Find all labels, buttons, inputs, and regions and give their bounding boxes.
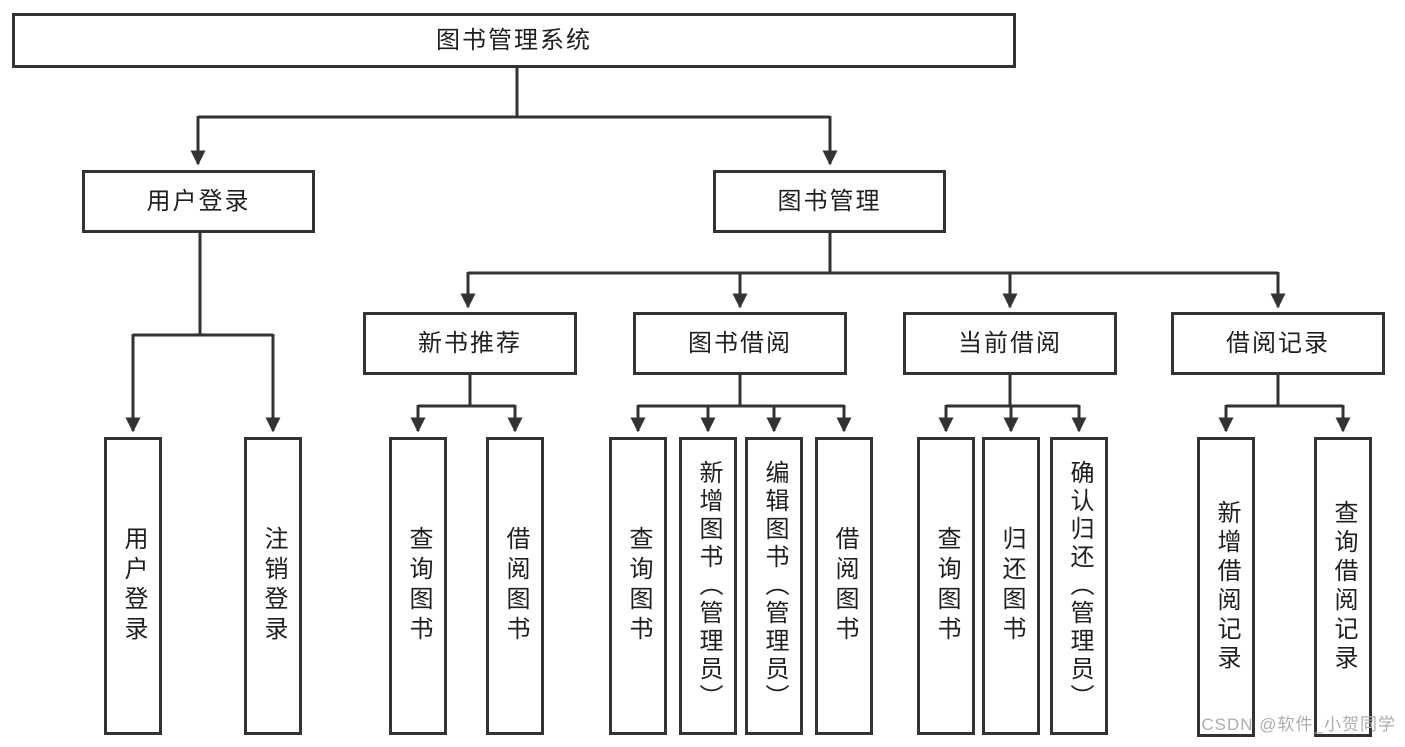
leaf-add-books-admin: 新增图书（管理员） [679, 437, 737, 735]
node-user-login: 用户登录 [82, 170, 315, 233]
leaf-add-borrow-record: 新增借阅记录 [1197, 437, 1255, 737]
node-book-borrowing: 图书借阅 [633, 312, 847, 375]
leaf-logout: 注销登录 [244, 437, 302, 735]
node-book-management: 图书管理 [713, 170, 946, 233]
node-borrowing-records: 借阅记录 [1171, 312, 1385, 375]
leaf-borrow-books-recommend: 借阅图书 [486, 437, 544, 735]
connector-skeletons [133, 68, 1343, 408]
csdn-watermark: CSDN @软件_小贺同学 [1201, 715, 1396, 734]
node-library-system: 图书管理系统 [12, 13, 1016, 68]
node-current-borrowing: 当前借阅 [903, 312, 1117, 375]
leaf-query-books-borrow: 查询图书 [609, 437, 667, 735]
leaf-return-books: 归还图书 [982, 437, 1040, 735]
leaf-user-login: 用户登录 [104, 437, 162, 735]
leaf-query-books-recommend: 查询图书 [389, 437, 447, 735]
leaf-borrow-books: 借阅图书 [815, 437, 873, 735]
leaf-query-books-current: 查询图书 [917, 437, 975, 735]
node-new-book-recommendation: 新书推荐 [363, 312, 577, 375]
leaf-edit-books-admin: 编辑图书（管理员） [745, 437, 803, 735]
leaf-query-borrow-record: 查询借阅记录 [1314, 437, 1372, 737]
connector-arrows [125, 116, 1351, 433]
leaf-confirm-return-admin: 确认归还（管理员） [1050, 437, 1108, 735]
